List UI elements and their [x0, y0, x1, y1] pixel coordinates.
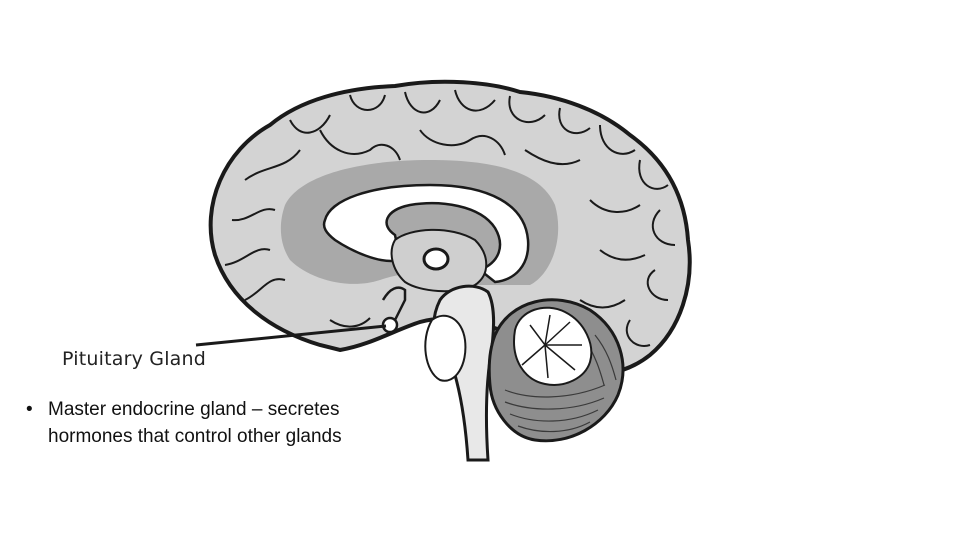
cingulate-band — [280, 160, 559, 285]
bullet-dot: • — [26, 399, 33, 420]
bullet-text: Master endocrine gland – secretes hormon… — [48, 399, 342, 447]
arbor-vitae — [513, 306, 593, 386]
arbor-branches — [521, 314, 582, 379]
bullet-item: • Master endocrine gland – secretes horm… — [24, 396, 424, 450]
massa-intermedia — [422, 247, 450, 271]
pituitary-gland-label: Pituitary Gland — [62, 348, 207, 370]
cerebellum-folia — [504, 334, 617, 433]
bullet-list: • Master endocrine gland – secretes horm… — [24, 396, 424, 450]
pons — [424, 314, 467, 382]
corpus-callosum — [322, 183, 530, 284]
gyri-lines — [224, 89, 676, 347]
label-pointer-line — [195, 324, 387, 347]
